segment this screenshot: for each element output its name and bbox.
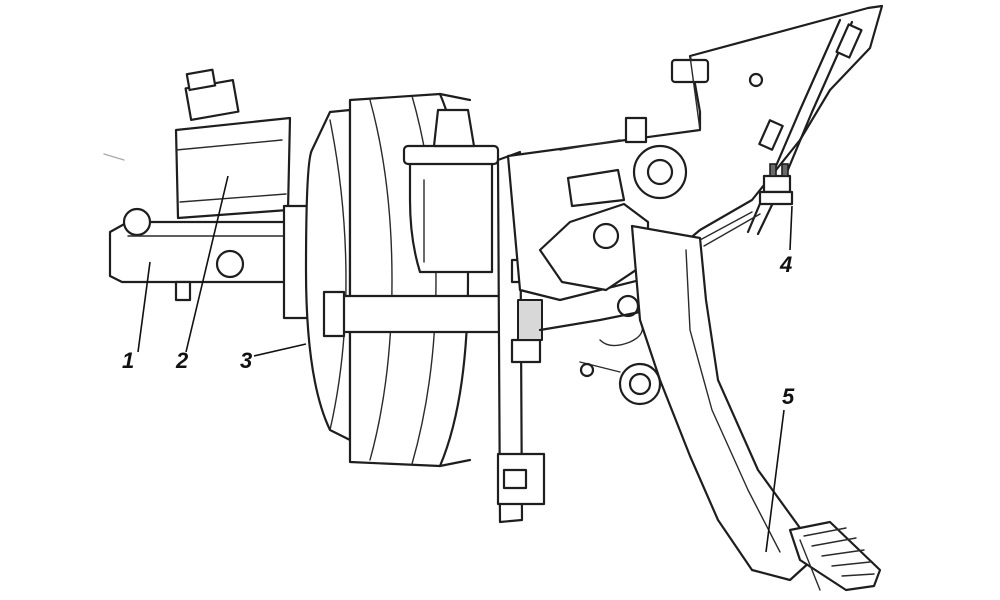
leader-2 — [185, 175, 229, 353]
master-cylinder — [108, 207, 302, 302]
leader-3 — [253, 343, 307, 357]
callout-label-2: 2 — [175, 348, 189, 373]
callout-leaders — [137, 175, 793, 553]
pedal-pivot — [538, 202, 679, 406]
brake-light-switch — [699, 18, 863, 247]
callout-label-5: 5 — [782, 384, 795, 409]
leader-4 — [789, 205, 793, 251]
leader-1 — [137, 261, 151, 353]
brake-fluid-reservoir — [174, 68, 292, 220]
callout-label-1: 1 — [122, 348, 134, 373]
scan-mark — [103, 153, 125, 161]
callout-label-4: 4 — [779, 252, 792, 277]
brake-pedal-arm — [630, 224, 882, 592]
booster-canister — [402, 108, 500, 274]
leader-5 — [765, 409, 785, 553]
push-rod — [322, 290, 522, 338]
callout-label-3: 3 — [240, 348, 252, 373]
